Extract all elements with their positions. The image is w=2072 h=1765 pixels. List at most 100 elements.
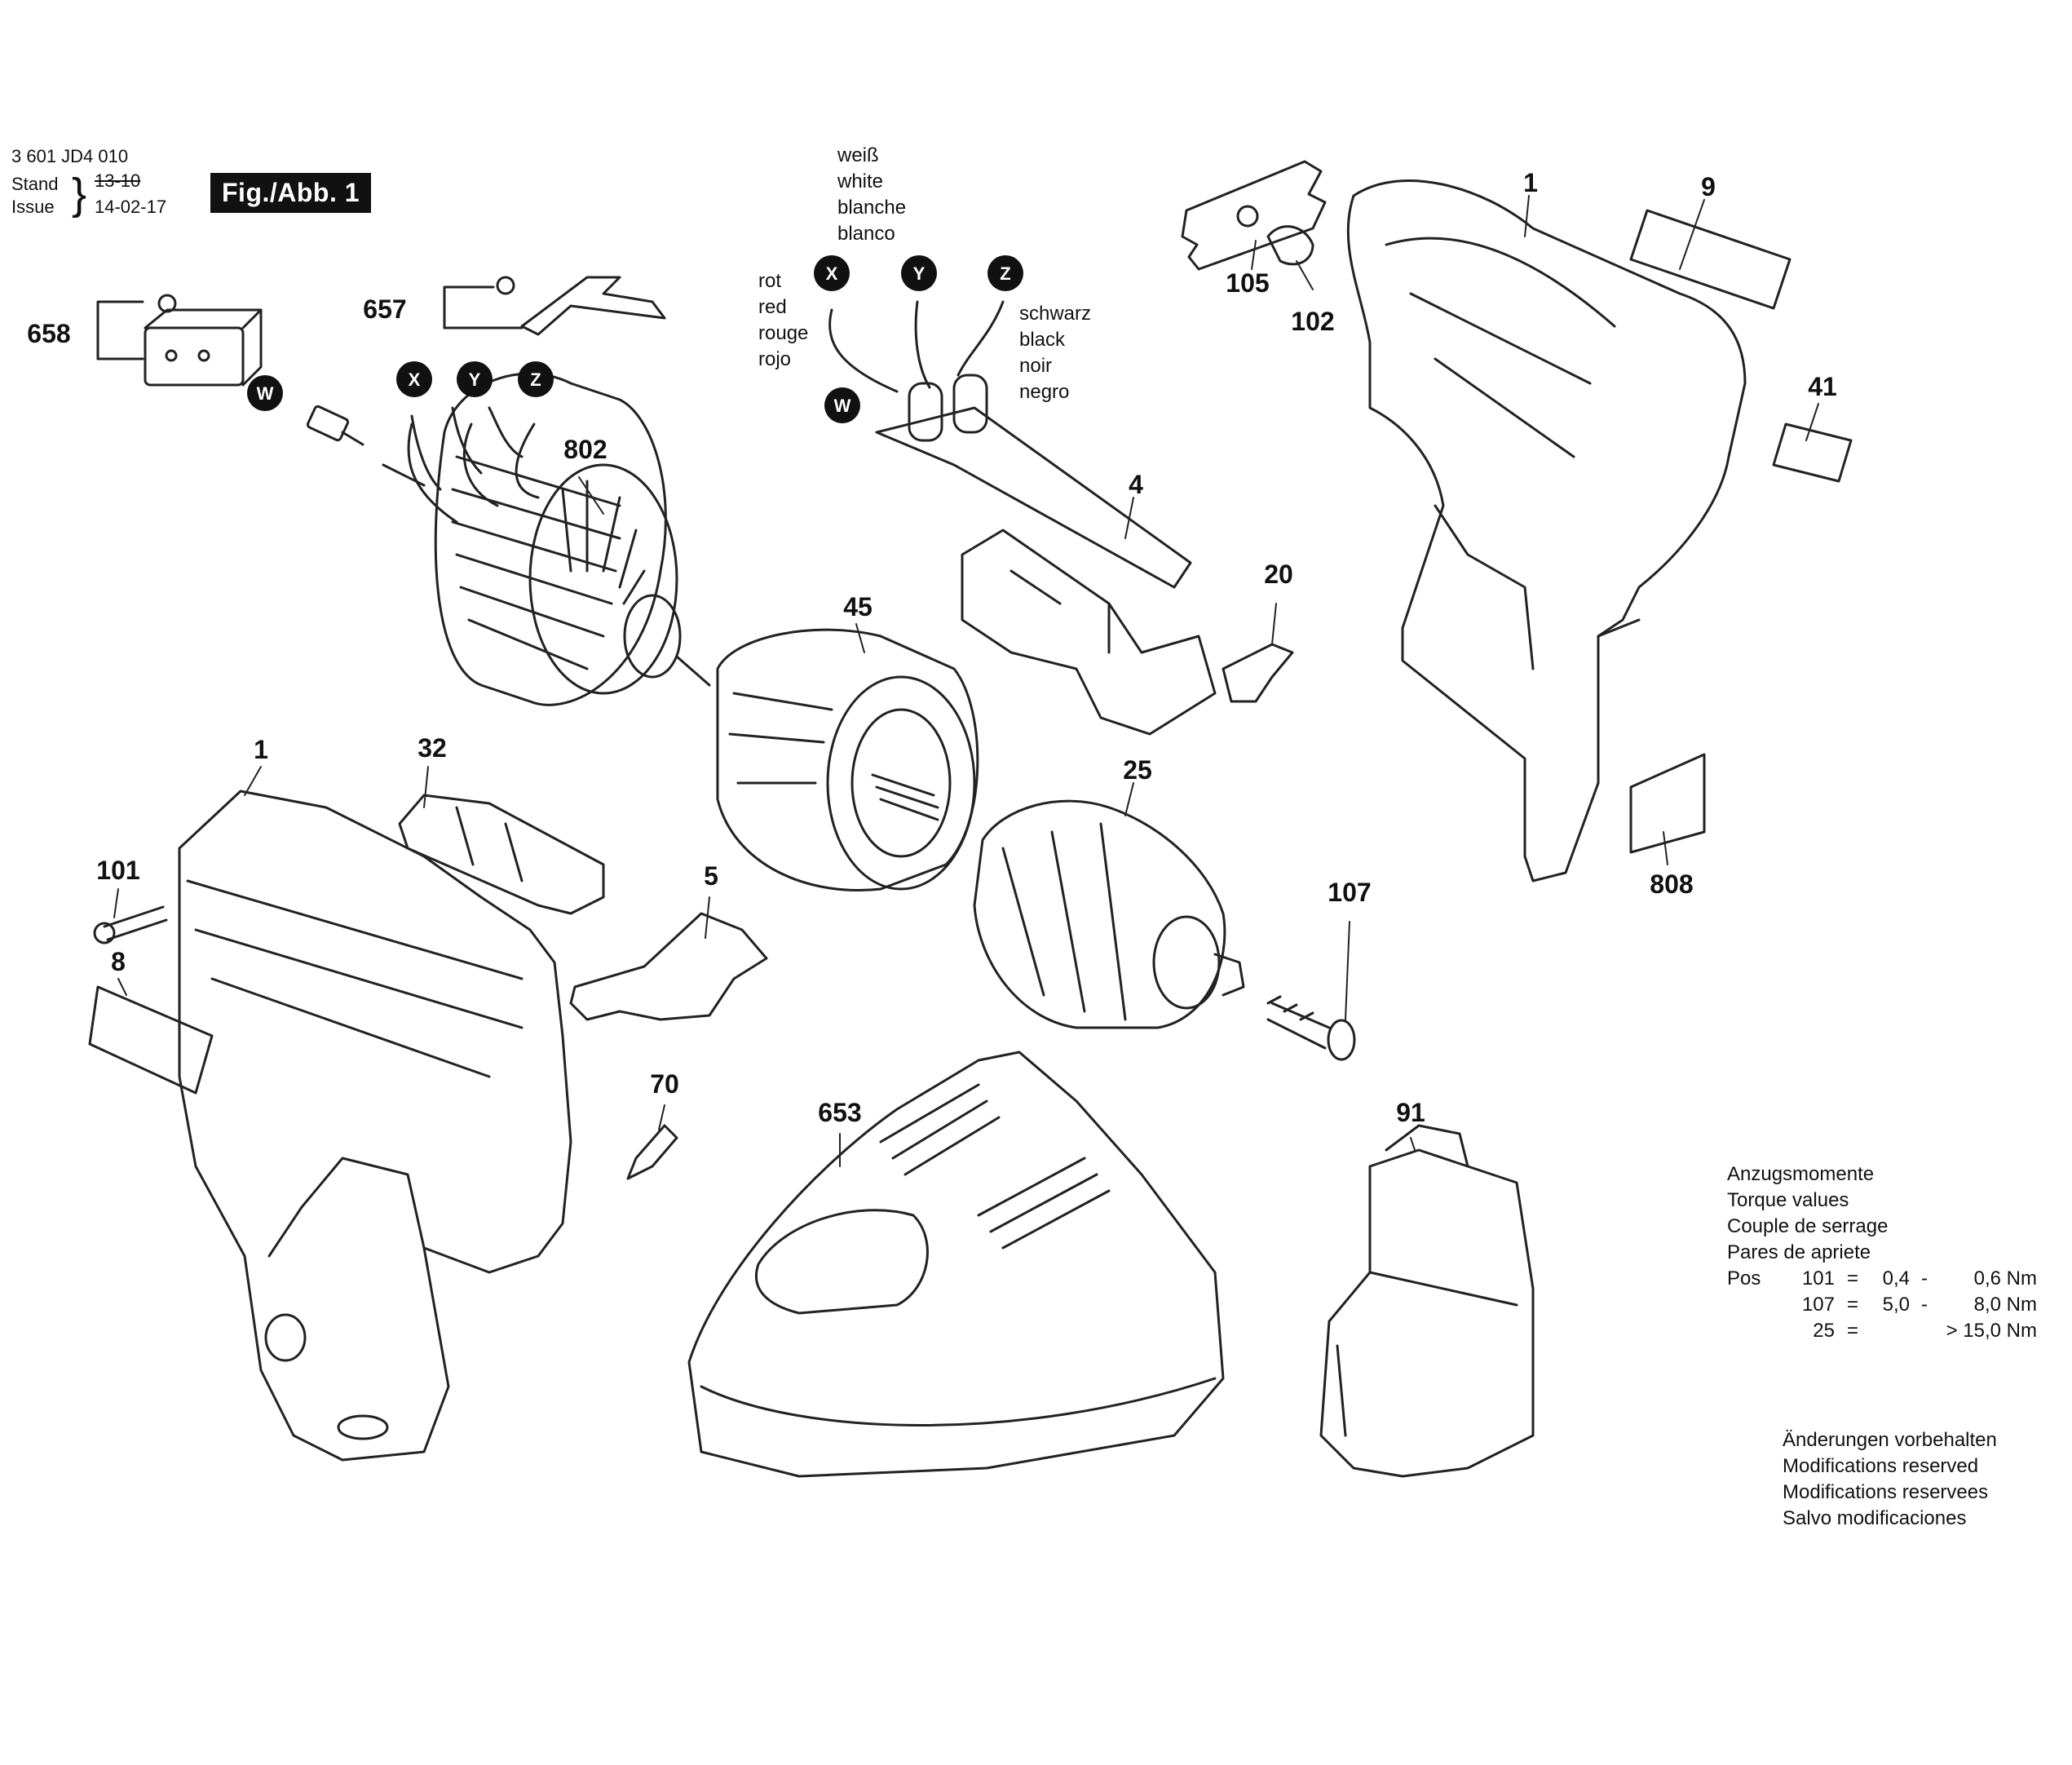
wire-red-en: red <box>758 296 787 318</box>
part-102-nut <box>1266 225 1314 266</box>
torque-title-en: Torque values <box>1727 1189 1849 1211</box>
label-part-658: 658 <box>27 319 70 348</box>
connector-w-right: W <box>824 387 860 423</box>
torque-title-fr: Couple de serrage <box>1727 1215 1889 1237</box>
torque-eq: = <box>1846 1294 1858 1316</box>
wire-red-fr: rouge <box>758 322 808 344</box>
label-part-802: 802 <box>563 435 607 464</box>
part-107-screw <box>1266 995 1356 1061</box>
connector-y-left-label: Y <box>469 369 481 390</box>
label-part-91: 91 <box>1396 1098 1425 1127</box>
part-number: 3 601 JD4 010 <box>11 146 129 166</box>
wire-black-fr: noir <box>1019 355 1052 377</box>
part-8-label <box>88 985 214 1095</box>
part-658-clip <box>96 294 263 387</box>
part-808-label <box>1629 753 1706 854</box>
connector-markers: W X Y Z X Y Z <box>247 255 1023 423</box>
connector-x-left: X <box>396 361 432 397</box>
label-part-9: 9 <box>1701 172 1716 201</box>
part-45-gearbox <box>716 628 979 891</box>
part-653-charger <box>687 1051 1225 1478</box>
part-20-slide <box>1222 643 1294 703</box>
connector-x-right: X <box>814 255 850 291</box>
motor-wires <box>407 422 540 524</box>
connector-z-right: Z <box>987 255 1023 291</box>
connector-x-left-label: X <box>409 369 421 390</box>
stand-value: 13-10 <box>95 170 141 191</box>
torque-row: 25 = > 15,0 Nm <box>1727 1318 2037 1344</box>
part-4-switch <box>875 374 1217 736</box>
part-657-bracket <box>443 276 666 336</box>
connector-z-left-label: Z <box>530 369 541 390</box>
part-9-label <box>1629 209 1791 310</box>
torque-dash: - <box>1921 1294 1928 1316</box>
part-41-label <box>1772 422 1853 483</box>
torque-row: 107 = 5,0 - 8,0 Nm <box>1727 1292 2037 1318</box>
torque-pos: 107 <box>1801 1294 1835 1316</box>
label-part-1-right: 1 <box>1523 168 1538 197</box>
torque-max: > 15,0 Nm <box>1946 1320 2037 1342</box>
label-part-20: 20 <box>1264 560 1293 589</box>
notice-es: Salvo modificaciones <box>1783 1507 1967 1529</box>
connector-z-left: Z <box>518 361 554 397</box>
torque-title-es: Pares de apriete <box>1727 1241 1871 1263</box>
part-plug-w-left <box>306 405 426 487</box>
connector-y-right-label: Y <box>913 263 926 284</box>
part-1-housing-right <box>1346 179 1747 883</box>
notice-en: Modifications reserved <box>1783 1455 1979 1477</box>
part-5-slide <box>569 912 768 1021</box>
torque-min: 0,4 <box>1882 1267 1910 1289</box>
connector-z-right-label: Z <box>1000 263 1010 284</box>
issue-value: 14-02-17 <box>95 197 167 217</box>
torque-pos-label: Pos <box>1727 1267 1761 1289</box>
torque-row: Pos 101 = 0,4 - 0,6 Nm <box>1727 1266 2037 1292</box>
torque-pos: 101 <box>1801 1267 1835 1289</box>
torque-max: 0,6 Nm <box>1973 1267 2037 1289</box>
connector-x-right-label: X <box>826 263 838 284</box>
wire-black-es: negro <box>1019 381 1069 403</box>
part-32-cover <box>398 794 605 915</box>
wire-white-de: weiß <box>837 144 879 166</box>
torque-dash: - <box>1921 1267 1928 1289</box>
torque-pos: 25 <box>1813 1320 1835 1342</box>
switch-wires <box>828 300 1005 393</box>
label-part-808: 808 <box>1650 869 1693 899</box>
header-brace: } <box>72 170 87 219</box>
wire-black-de: schwarz <box>1019 303 1091 325</box>
connector-w-right-label: W <box>834 396 851 416</box>
label-part-41: 41 <box>1808 372 1837 401</box>
part-number-labels: 1 9 41 105 102 4 20 45 25 107 808 802 65… <box>27 168 1836 1127</box>
label-part-32: 32 <box>417 733 447 763</box>
torque-values-block: Anzugsmomente Torque values Couple de se… <box>1727 1161 2037 1344</box>
stand-label: Stand <box>11 174 59 194</box>
wire-color-labels: weiß white blanche blanco rot red rouge … <box>758 144 1091 403</box>
label-part-8: 8 <box>111 947 126 976</box>
part-25-chuck <box>973 799 1245 1029</box>
torque-eq: = <box>1846 1320 1858 1342</box>
wire-white-fr: blanche <box>837 197 906 219</box>
notice-de: Änderungen vorbehalten <box>1783 1429 1997 1451</box>
wire-white-en: white <box>837 170 883 192</box>
connector-w-left: W <box>247 375 283 411</box>
label-part-107: 107 <box>1328 878 1371 907</box>
label-part-102: 102 <box>1291 307 1334 336</box>
wire-black-en: black <box>1019 329 1066 351</box>
part-91-battery <box>1319 1124 1535 1478</box>
label-part-45: 45 <box>843 592 873 622</box>
torque-title-de: Anzugsmomente <box>1727 1163 1875 1185</box>
label-part-70: 70 <box>650 1069 679 1099</box>
label-part-4: 4 <box>1129 470 1143 499</box>
connector-w-left-label: W <box>257 383 274 404</box>
part-105-bracket <box>1181 160 1327 271</box>
wire-red-de: rot <box>758 270 781 292</box>
label-part-101: 101 <box>96 856 139 885</box>
torque-eq: = <box>1846 1267 1858 1289</box>
wire-white-es: blanco <box>837 223 895 245</box>
label-part-1-left: 1 <box>254 735 268 764</box>
wire-red-es: rojo <box>758 348 791 370</box>
modifications-notice: Änderungen vorbehalten Modifications res… <box>1783 1427 1997 1532</box>
torque-min: 5,0 <box>1882 1294 1910 1316</box>
connector-y-left: Y <box>457 361 493 397</box>
leader-lines <box>113 195 1819 1167</box>
